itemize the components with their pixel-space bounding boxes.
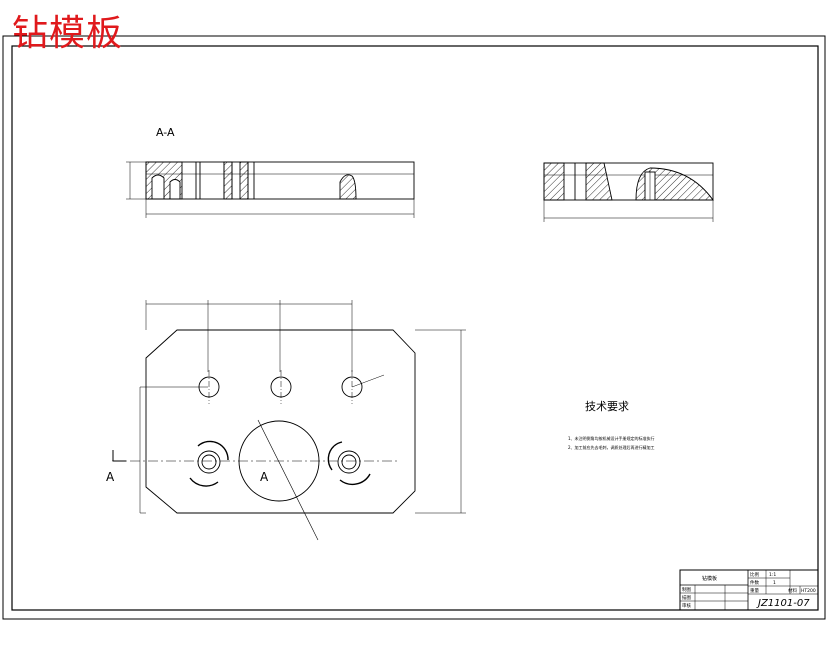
title-block-qty-label: 件数 [750,579,759,586]
title-block [679,569,819,611]
cut-label-left: A [106,470,115,484]
title-block-material-value: HT200 [801,588,816,594]
section-view-a-a [126,161,415,218]
tech-req-item-2: 2、加工前应先去毛刺，调质处理后再进行精加工 [568,444,655,450]
title-block-weight-label: 重量 [750,587,759,594]
title-block-drawing-no: JZ1101-07 [756,598,810,609]
cut-label-center: A [260,470,269,484]
title-block-scale-value: 1:1 [769,572,776,578]
outer-border [2,35,826,620]
title-block-row-design: 制图 [682,586,691,593]
title-block-scale-label: 比例 [750,571,759,578]
title-block-qty-value: 1 [773,580,776,586]
tech-req-item-1: 1、未注明倒角均按机械设计手册规定的标准执行 [568,435,655,441]
title-block-material-label: 材料 [788,587,797,594]
title-block-row-check: 描图 [682,594,691,601]
side-view [543,162,714,222]
tech-req-heading: 技术要求 [585,400,629,413]
page-title: 钻模板 [12,13,124,54]
title-block-part-name: 钻模板 [702,575,717,582]
inner-border [11,45,819,611]
title-block-row-review: 审核 [682,602,691,609]
section-label: A-A [156,126,175,139]
plan-view [112,300,466,541]
